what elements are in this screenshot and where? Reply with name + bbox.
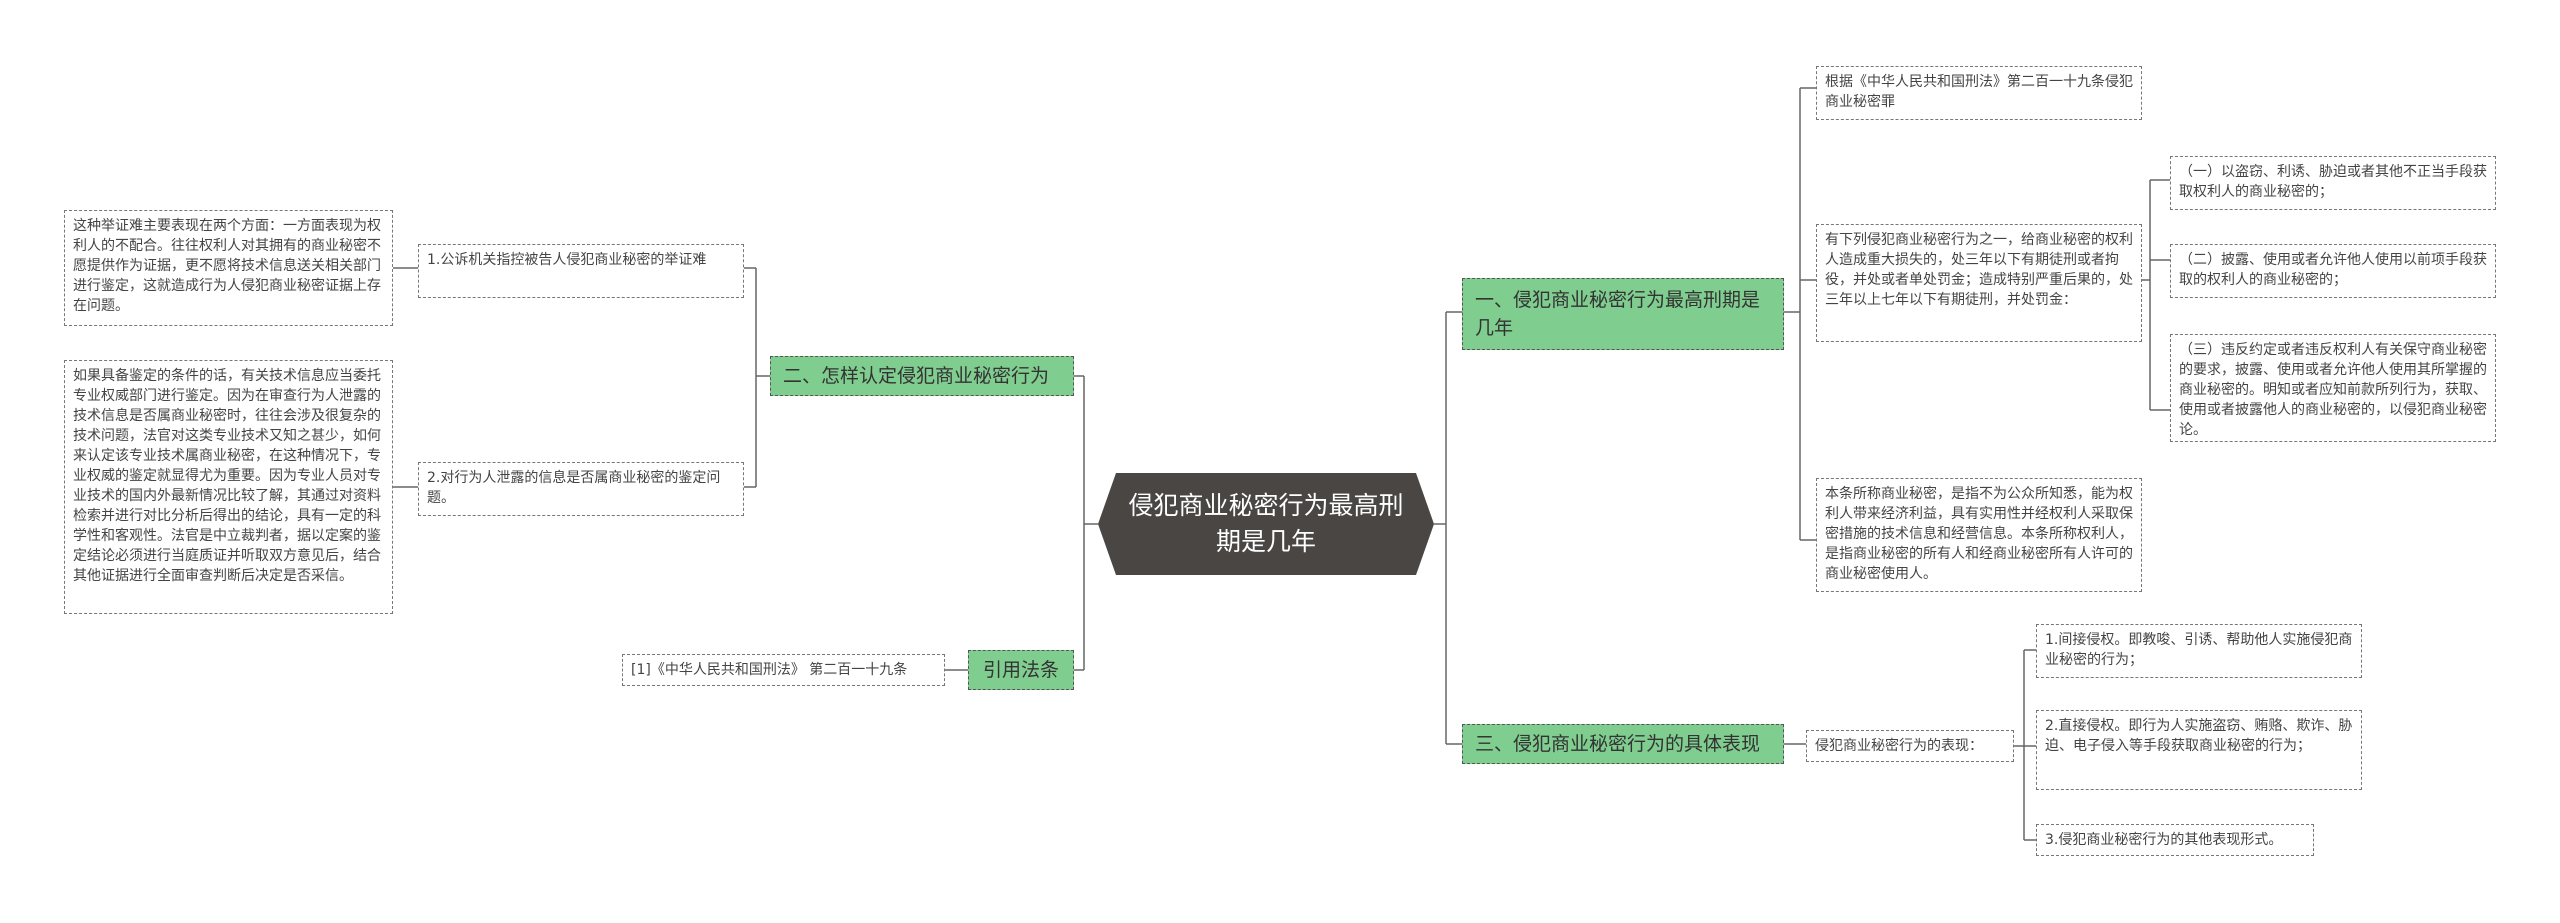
leaf-burden-of-proof-detail[interactable]: 这种举证难主要表现在两个方面：一方面表现为权利人的不配合。往往权利人对其拥有的商…	[64, 210, 393, 326]
leaf-definition[interactable]: 本条所称商业秘密，是指不为公众所知悉，能为权利人带来经济利益，具有实用性并经权利…	[1816, 478, 2142, 592]
leaf-act-1[interactable]: （一）以盗窃、利诱、胁迫或者其他不正当手段获取权利人的商业秘密的；	[2170, 156, 2496, 210]
leaf-direct-infringement[interactable]: 2.直接侵权。即行为人实施盗窃、贿赂、欺诈、胁迫、电子侵入等手段获取商业秘密的行…	[2036, 710, 2362, 790]
leaf-penalty-clause[interactable]: 有下列侵犯商业秘密行为之一，给商业秘密的权利人造成重大损失的，处三年以下有期徒刑…	[1816, 224, 2142, 342]
leaf-law-reference[interactable]: [1]《中华人民共和国刑法》 第二百一十九条	[622, 654, 945, 686]
branch-cited-law[interactable]: 引用法条	[968, 650, 1074, 690]
branch-specific-manifestations[interactable]: 三、侵犯商业秘密行为的具体表现	[1462, 724, 1784, 764]
leaf-criminal-law-article[interactable]: 根据《中华人民共和国刑法》第二百一十九条侵犯商业秘密罪	[1816, 66, 2142, 120]
branch-how-to-identify[interactable]: 二、怎样认定侵犯商业秘密行为	[770, 356, 1074, 396]
leaf-appraisal-detail[interactable]: 如果具备鉴定的条件的话，有关技术信息应当委托专业权威部门进行鉴定。因为在审查行为…	[64, 360, 393, 614]
leaf-indirect-infringement[interactable]: 1.间接侵权。即教唆、引诱、帮助他人实施侵犯商业秘密的行为；	[2036, 624, 2362, 678]
leaf-manifestations-intro[interactable]: 侵犯商业秘密行为的表现：	[1806, 730, 2014, 762]
leaf-other-forms[interactable]: 3.侵犯商业秘密行为的其他表现形式。	[2036, 824, 2314, 856]
leaf-act-2[interactable]: （二）披露、使用或者允许他人使用以前项手段获取的权利人的商业秘密的；	[2170, 244, 2496, 298]
leaf-burden-of-proof[interactable]: 1.公诉机关指控被告人侵犯商业秘密的举证难	[418, 244, 744, 298]
branch-max-sentence[interactable]: 一、侵犯商业秘密行为最高刑期是几年	[1462, 278, 1784, 350]
central-topic[interactable]: 侵犯商业秘密行为最高刑期是几年	[1098, 473, 1434, 575]
leaf-act-3[interactable]: （三）违反约定或者违反权利人有关保守商业秘密的要求，披露、使用或者允许他人使用其…	[2170, 334, 2496, 442]
leaf-appraisal-issue[interactable]: 2.对行为人泄露的信息是否属商业秘密的鉴定问题。	[418, 462, 744, 516]
